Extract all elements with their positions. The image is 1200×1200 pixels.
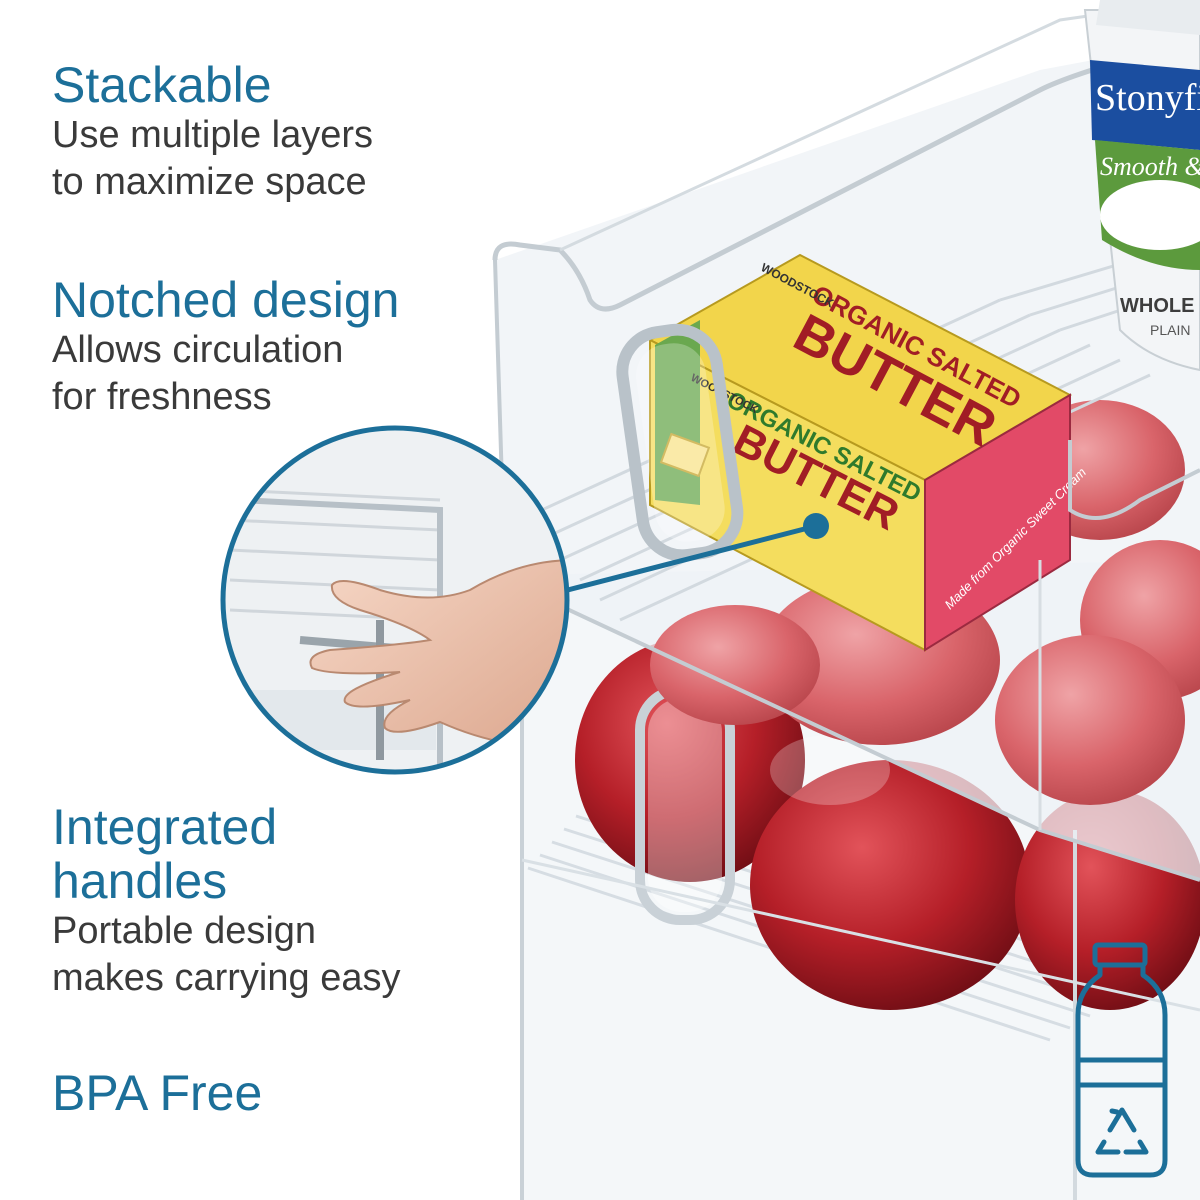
feature-bpa-free: BPA Free — [52, 1066, 262, 1120]
upper-bin: ORGANIC SALTED BUTTER WOODSTOCK ORGANIC … — [492, 0, 1200, 882]
feature-description: Use multiple layers to maximize space — [52, 112, 373, 206]
callout-dot — [803, 513, 829, 539]
feature-title: Stackable — [52, 58, 373, 112]
feature-title: Integrated handles — [52, 800, 400, 908]
yogurt-type-label: WHOLE M — [1120, 295, 1200, 317]
yogurt-flavor-label: Smooth & Cr — [1100, 152, 1200, 181]
feature-title: Notched design — [52, 273, 399, 327]
feature-description: Portable design makes carrying easy — [52, 908, 400, 1002]
yogurt-cup: Stonyfi Smooth & Cr WHOLE M PLAIN — [1083, 0, 1200, 372]
feature-desc-line: for freshness — [52, 376, 272, 418]
feature-title-line: BPA Free — [52, 1065, 263, 1121]
feature-title-line: Integrated — [52, 799, 278, 855]
feature-notched-design: Notched design Allows circulation for fr… — [52, 273, 399, 421]
hand — [309, 558, 567, 762]
apple — [750, 760, 1030, 1010]
feature-desc-line: Use multiple layers — [52, 114, 373, 156]
recycled-bottle-icon — [1075, 942, 1168, 1178]
feature-title-line: handles — [52, 853, 228, 909]
feature-desc-line: makes carrying easy — [52, 957, 401, 999]
yogurt-sub-label: PLAIN — [1150, 322, 1190, 338]
feature-title-line: Notched design — [52, 272, 400, 328]
feature-title-line: Stackable — [52, 57, 272, 113]
notched-handle — [616, 323, 744, 562]
feature-desc-line: to maximize space — [52, 161, 367, 203]
callout-ring — [220, 425, 570, 775]
feature-desc-line: Portable design — [52, 910, 317, 952]
feature-integrated-handles: Integrated handles Portable design makes… — [52, 800, 400, 1002]
yogurt-brand-label: Stonyfi — [1095, 77, 1200, 119]
feature-description: Allows circulation for freshness — [52, 327, 399, 421]
feature-desc-line: Allows circulation — [52, 329, 344, 371]
butter-box: ORGANIC SALTED BUTTER WOODSTOCK ORGANIC … — [647, 253, 1089, 652]
feature-stackable: Stackable Use multiple layers to maximiz… — [52, 58, 373, 206]
recycle-arrows-icon — [1095, 1107, 1149, 1155]
feature-title: BPA Free — [52, 1066, 262, 1120]
zoom-callout — [220, 425, 829, 775]
